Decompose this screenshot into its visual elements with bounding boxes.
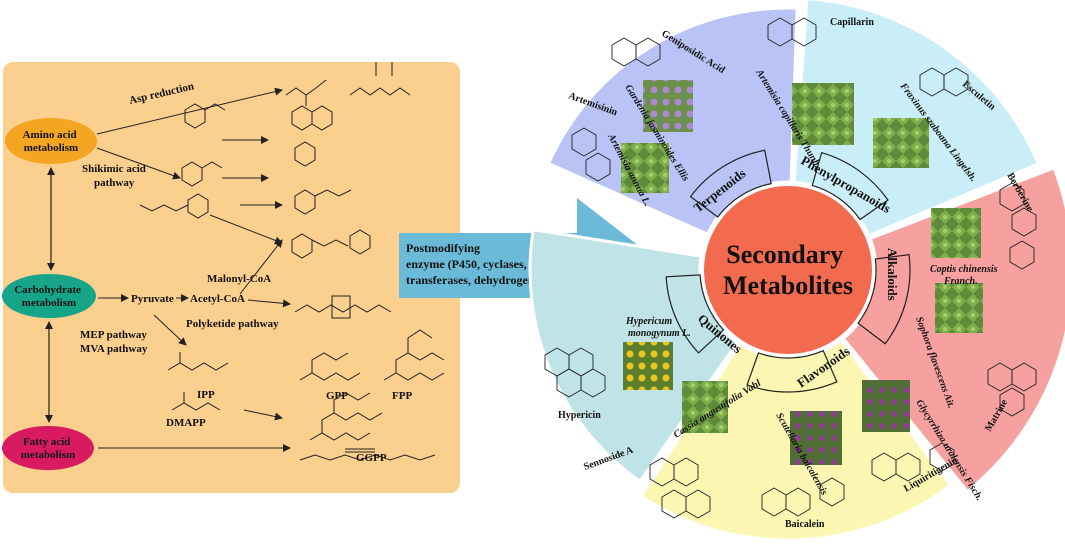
carb-line2: metabolism: [22, 297, 76, 309]
coptis-photo: [931, 208, 981, 258]
sector-tab-terpenoids: [689, 149, 772, 218]
sector-tab-flavonoids: [746, 349, 838, 393]
artemisia-cap-photo: [792, 83, 854, 145]
gpp-label: GPP: [326, 390, 348, 402]
wheel-structures: [544, 17, 1037, 519]
amino-acid-node: Amino acid metabolism: [5, 118, 97, 164]
center-circle: [704, 186, 872, 354]
gardenia-photo: [643, 80, 693, 132]
sector-tab-phenylpropanoids: [811, 151, 889, 221]
hypericin-label: Hypericin: [558, 410, 601, 421]
amino-line2: metabolism: [24, 142, 78, 154]
svg-text:Amino acid metabolism: Amino acid metabolism: [23, 129, 80, 154]
amino-line1: Amino acid: [23, 129, 77, 141]
acetyl-coa-label: Acetyl-CoA: [190, 293, 245, 305]
artemisia-annua-photo: [621, 143, 669, 193]
capillarin-label: Capillarin: [830, 17, 874, 28]
svg-text:Fatty acid metabolism: Fatty acid metabolism: [21, 436, 75, 461]
left-structures: [139, 62, 445, 461]
hypericum-label: Hypericum monogynum L.: [625, 316, 691, 339]
ggpp-label: GGPP: [356, 452, 387, 464]
dmapp-label: DMAPP: [166, 417, 206, 429]
metabolism-panel: [3, 62, 460, 493]
sector-tab-quinones: [665, 274, 725, 354]
carbohydrate-node: Carbohydrate metabolism: [2, 274, 96, 318]
pyruvate-label: Pyruvate: [131, 293, 174, 305]
scutellaria-photo: [790, 411, 842, 465]
center-label: Secondary Metabolites: [723, 240, 853, 300]
fraxinus-photo: [873, 118, 929, 168]
glycyrrhiza-photo: [862, 380, 910, 432]
shikimic-label: Shikimic acid pathway: [82, 163, 149, 189]
hypericum-photo: [623, 342, 673, 390]
coptis-label: Coptis chinensis Franch.: [930, 264, 1000, 287]
fatty-acid-node: Fatty acid metabolism: [2, 426, 94, 470]
sector-tab-alkaloids: [857, 254, 911, 345]
mva-label: MVA pathway: [80, 343, 148, 355]
malonyl-coa-label: Malonyl-CoA: [207, 273, 271, 285]
svg-text:Carbohydrate metabolism: Carbohydrate metabolism: [14, 284, 83, 309]
fatty-line1: Fatty acid: [23, 436, 70, 448]
baicalein-label: Baicalein: [785, 519, 825, 530]
sophora-photo: [935, 283, 983, 333]
polyketide-label: Polyketide pathway: [186, 318, 279, 330]
fpp-label: FPP: [392, 390, 412, 402]
ipp-label: IPP: [197, 389, 215, 401]
fatty-line2: metabolism: [21, 449, 75, 461]
carb-line1: Carbohydrate: [14, 284, 81, 296]
cassia-photo: [682, 381, 728, 433]
mep-label: MEP pathway: [80, 329, 147, 341]
alkaloids-label: Alkaloids: [885, 248, 900, 301]
